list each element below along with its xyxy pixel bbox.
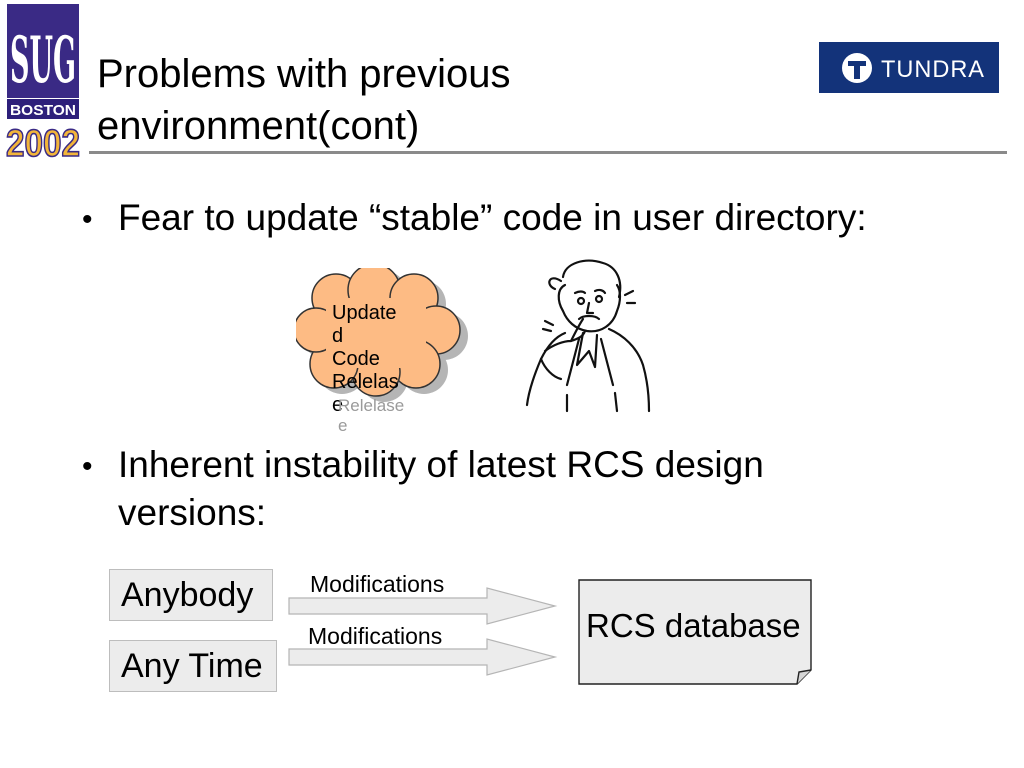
cloud-label: Update d Code Relelas e	[332, 302, 432, 417]
cloud-line: d	[332, 325, 344, 347]
modifications-arrow-icon	[288, 638, 558, 676]
sug-boston-2002-logo: SUG BOSTON 2002	[5, 4, 81, 160]
bullet-fear-update: Fear to update “stable” code in user dir…	[118, 197, 867, 238]
cloud-line: Code	[332, 348, 380, 370]
rcs-database-document-shape	[578, 579, 812, 685]
updated-code-release-cloud	[296, 268, 468, 402]
arrow-label-modifications: Modifications	[310, 571, 445, 597]
title-line-1: Problems with previous	[97, 52, 511, 96]
title-divider	[89, 151, 1007, 154]
cloud-shadow-line: Relelase	[338, 396, 405, 415]
modifications-arrow-icon	[288, 587, 558, 625]
bullet-marker: •	[82, 450, 93, 483]
logo-city: BOSTON	[10, 102, 76, 119]
arrow-label-modifications: Modifications	[308, 623, 443, 649]
brand-name: TUNDRA	[881, 56, 985, 83]
cloud-line: Update	[332, 302, 397, 324]
logo-year: 2002	[6, 123, 80, 160]
logo-letters: SUG	[10, 23, 76, 98]
source-box-any-time: Any Time	[109, 640, 277, 692]
cloud-shadow-line: e	[338, 416, 348, 435]
source-box-anybody: Anybody	[109, 569, 273, 621]
bullet-marker: •	[82, 203, 93, 236]
tundra-logo: TUNDRA	[819, 42, 999, 93]
rcs-database-label: RCS database	[586, 607, 801, 644]
cloud-line: e	[332, 394, 344, 416]
title-line-2: environment(cont)	[97, 104, 420, 148]
bullet-rcs-instability: Inherent instability of latest RCS desig…	[118, 444, 764, 533]
cloud-line: Relelas	[332, 371, 399, 393]
worried-man-clipart	[525, 259, 651, 413]
cloud-shadow-text: Relelase e	[338, 396, 404, 436]
tundra-mark-icon	[848, 61, 866, 79]
slide-title: Problems with previous environment(cont)	[97, 48, 797, 152]
